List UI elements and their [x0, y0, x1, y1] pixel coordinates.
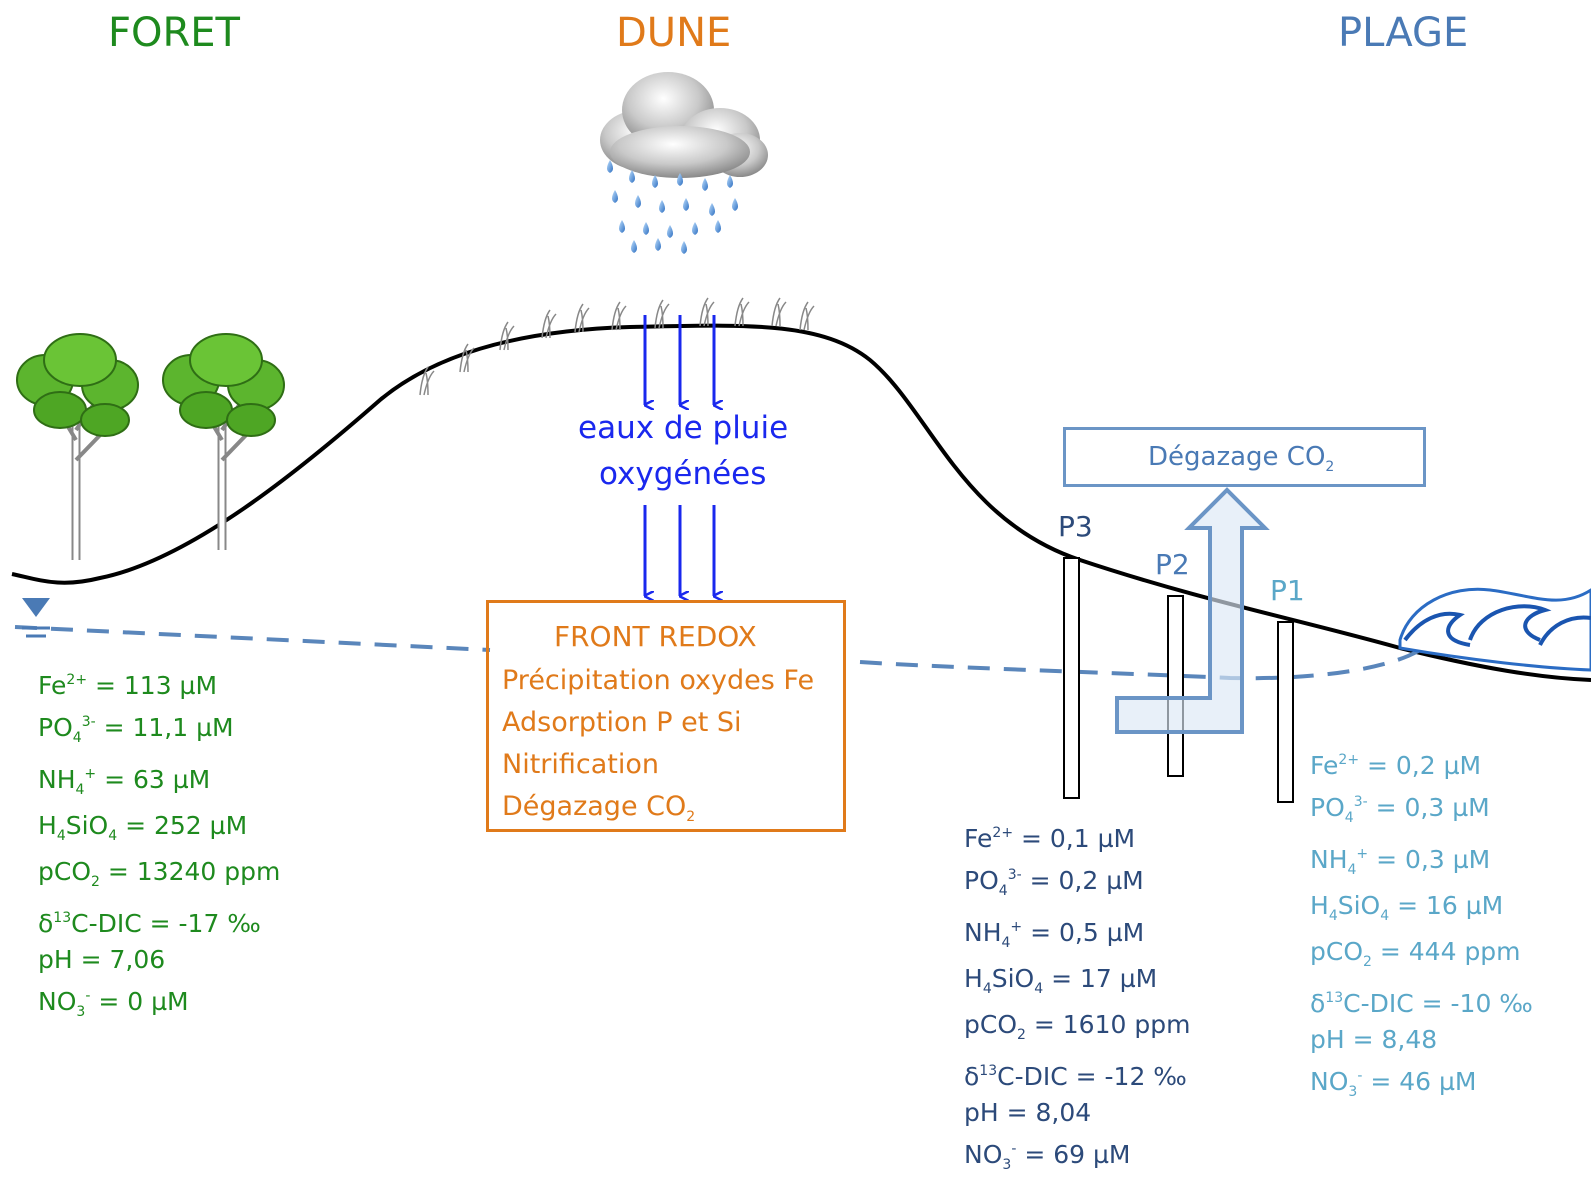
redox-degassing: Dégazage CO2	[502, 786, 814, 838]
redox-front-box	[486, 600, 846, 832]
degas-box-label: Dégazage CO2	[1148, 442, 1334, 475]
p1-h4sio4: H4SiO4 = 16 µM	[1310, 891, 1504, 924]
p1-pco2: pCO2 = 444 ppm	[1310, 937, 1521, 970]
redox-title: FRONT REDOX	[554, 620, 757, 653]
p1-po4: PO43- = 0,3 µM	[1310, 793, 1490, 826]
tree-icon	[162, 333, 285, 550]
p1-fe: Fe2+ = 0,2 µM	[1310, 751, 1482, 780]
p1-d13c: δ13C-DIC = -10 ‰	[1310, 989, 1533, 1018]
redox-list: Précipitation oxydes Fe Adsorption P et …	[502, 660, 814, 838]
degassing-arrow	[1115, 487, 1270, 734]
tree-icon	[16, 333, 139, 560]
rain-label-line2: oxygénées	[599, 456, 767, 492]
redox-item: Précipitation oxydes Fe	[502, 665, 815, 696]
redox-degassing-text: Dégazage CO	[502, 791, 687, 822]
water-table-marker-icon	[22, 598, 50, 638]
p3-h4sio4: H4SiO4 = 17 µM	[964, 964, 1158, 997]
piezometer-p3-tube	[1063, 557, 1080, 799]
piezometer-p3-label: P3	[1058, 510, 1093, 543]
water-table	[14, 625, 1422, 681]
p3-nh4: NH4+ = 0,5 µM	[964, 918, 1145, 951]
p3-d13c: δ13C-DIC = -12 ‰	[964, 1062, 1187, 1091]
foret-ph: pH = 7,06	[38, 945, 166, 974]
p3-po4: PO43- = 0,2 µM	[964, 866, 1144, 899]
foret-no3: NO3- = 0 µM	[38, 987, 189, 1020]
cloud-rain-icon	[600, 72, 768, 254]
scene-svg	[11, 72, 1591, 803]
foret-d13c: δ13C-DIC = -17 ‰	[38, 909, 261, 938]
piezometer-p1-tube	[1277, 621, 1294, 803]
p1-ph: pH = 8,48	[1310, 1025, 1438, 1054]
degas-box	[1063, 427, 1426, 487]
p3-pco2: pCO2 = 1610 ppm	[964, 1010, 1191, 1043]
grass-tuft-icon	[419, 297, 815, 396]
foret-nh4: NH4+ = 63 µM	[38, 765, 211, 798]
foret-pco2: pCO2 = 13240 ppm	[38, 857, 281, 890]
redox-item: Nitrification	[502, 749, 660, 780]
p1-values: Fe2+ = 0,2 µM PO43- = 0,3 µM NH4+ = 0,3 …	[1310, 742, 1533, 1110]
foret-po4: PO43- = 11,1 µM	[38, 713, 234, 746]
piezometer-p1-label: P1	[1270, 574, 1305, 607]
wave-icon	[1398, 587, 1591, 672]
title-plage: PLAGE	[1338, 10, 1469, 56]
p3-fe: Fe2+ = 0,1 µM	[964, 824, 1136, 853]
p3-no3: NO3- = 69 µM	[964, 1140, 1131, 1173]
title-foret: FORET	[108, 10, 240, 56]
p3-ph: pH = 8,04	[964, 1098, 1092, 1127]
foret-h4sio4: H4SiO4 = 252 µM	[38, 811, 248, 844]
p3-values: Fe2+ = 0,1 µM PO43- = 0,2 µM NH4+ = 0,5 …	[964, 815, 1190, 1183]
foret-values: Fe2+ = 113 µM PO43- = 11,1 µM NH4+ = 63 …	[38, 662, 280, 1030]
title-dune: DUNE	[616, 10, 732, 56]
piezometer-p2-tube	[1167, 595, 1184, 777]
rain-arrows	[643, 315, 714, 596]
p1-no3: NO3- = 46 µM	[1310, 1067, 1477, 1100]
degas-sub: 2	[1325, 459, 1335, 475]
piezometer-p2-label: P2	[1155, 548, 1190, 581]
foret-fe: Fe2+ = 113 µM	[38, 671, 218, 700]
p1-nh4: NH4+ = 0,3 µM	[1310, 845, 1491, 878]
degas-text: Dégazage CO	[1148, 442, 1326, 472]
rain-label-line1: eaux de pluie	[578, 410, 789, 446]
redox-degassing-sub: 2	[686, 809, 696, 825]
redox-item: Adsorption P et Si	[502, 707, 742, 738]
